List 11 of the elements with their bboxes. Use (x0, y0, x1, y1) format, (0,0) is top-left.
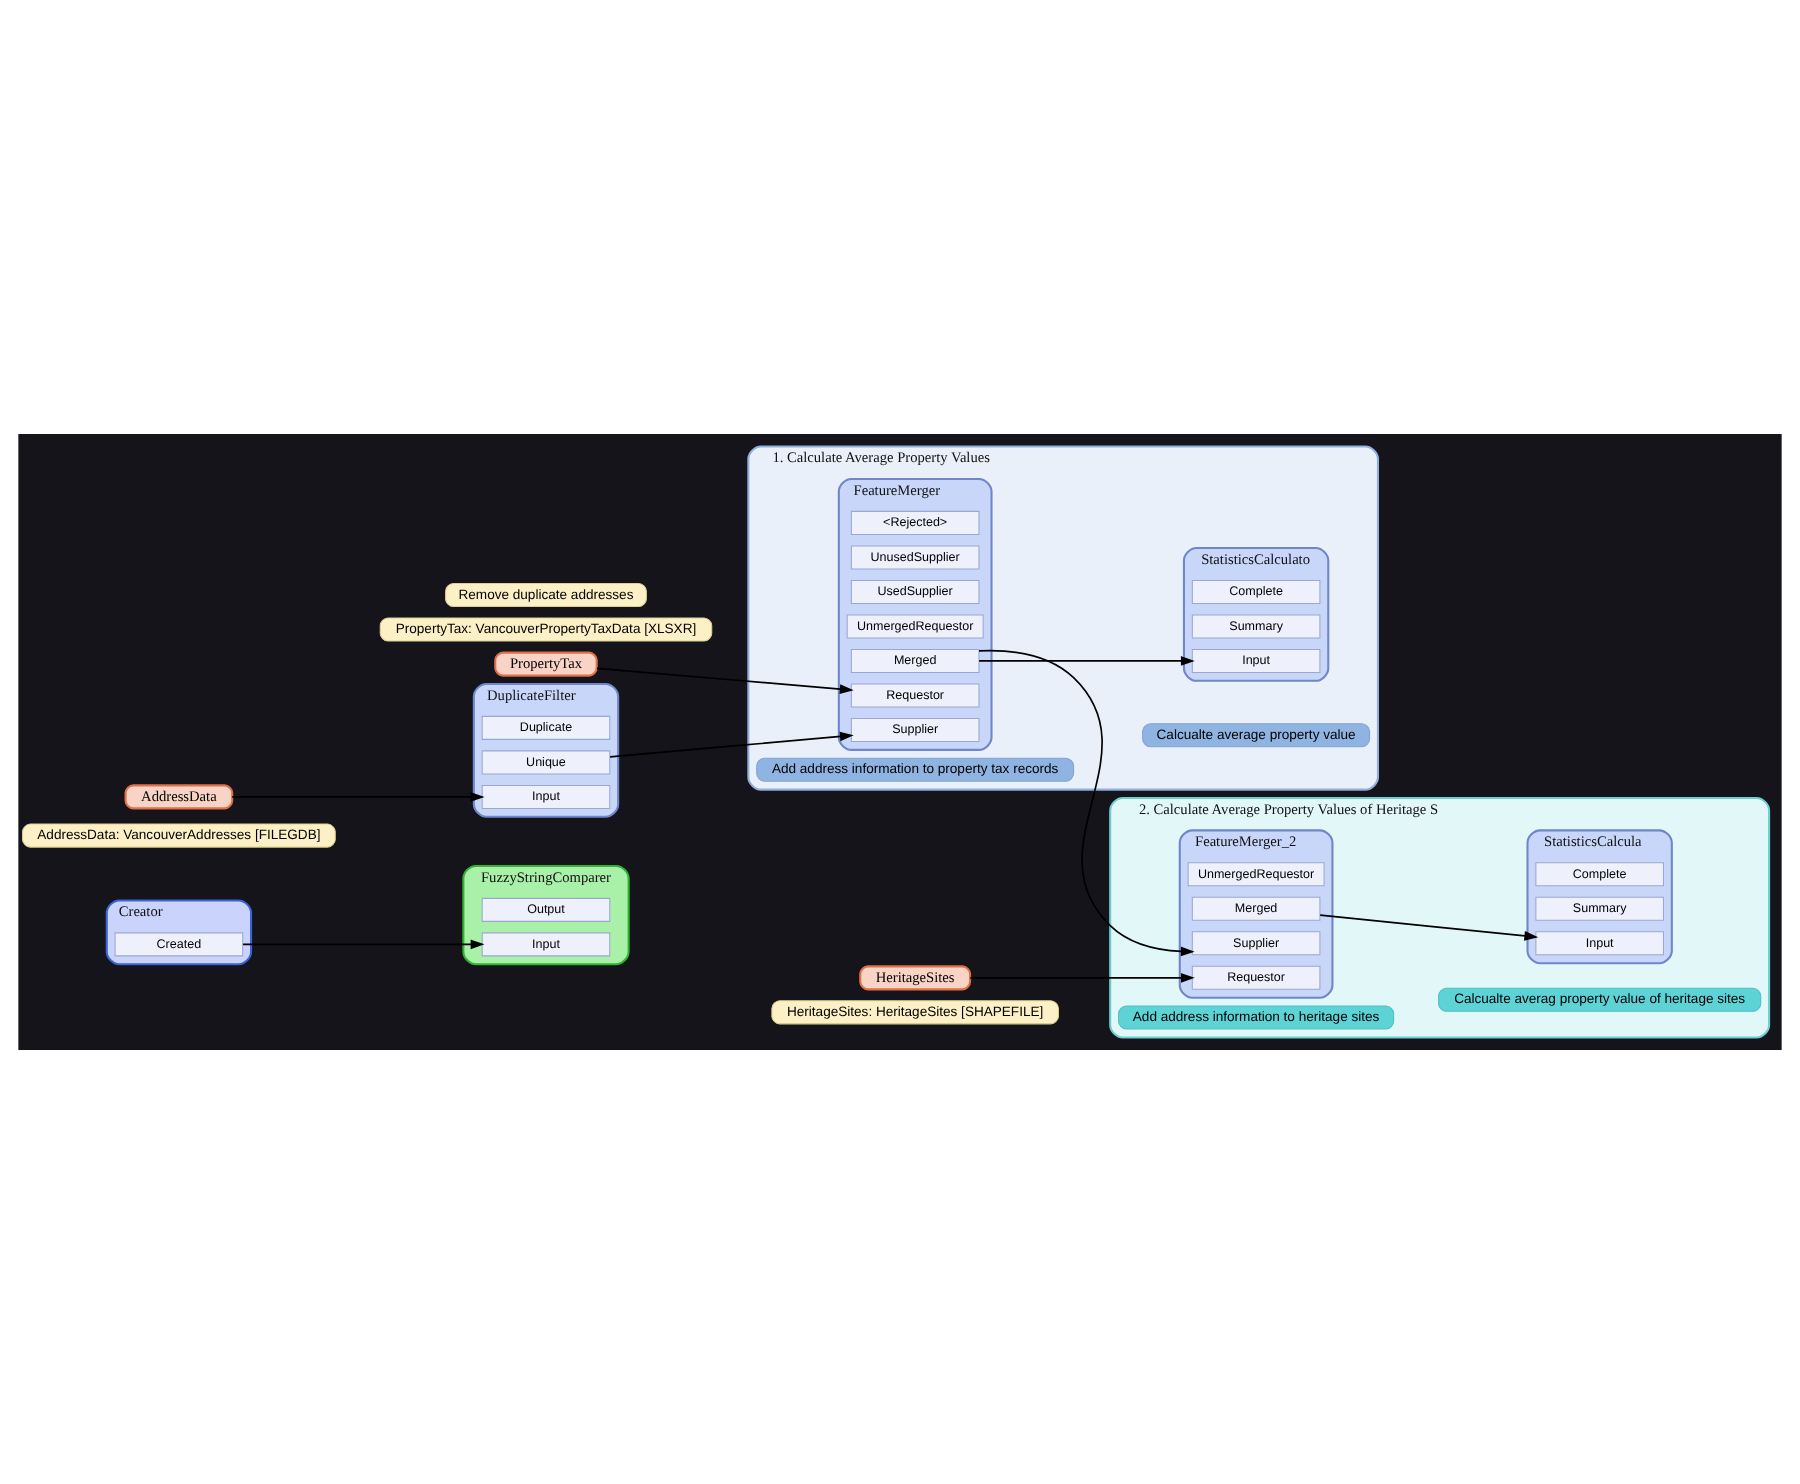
arrow (978, 649, 1195, 957)
arrow (596, 667, 854, 694)
node-box: HeritageSites (859, 965, 972, 991)
arrow (609, 731, 854, 758)
node-box: PropertyTax (494, 651, 598, 677)
arrow (969, 973, 1195, 983)
arrow (242, 939, 485, 950)
node-box: AddressData (124, 784, 234, 810)
arrow (231, 792, 485, 802)
arrow (978, 656, 1195, 666)
arrow (1319, 914, 1539, 941)
